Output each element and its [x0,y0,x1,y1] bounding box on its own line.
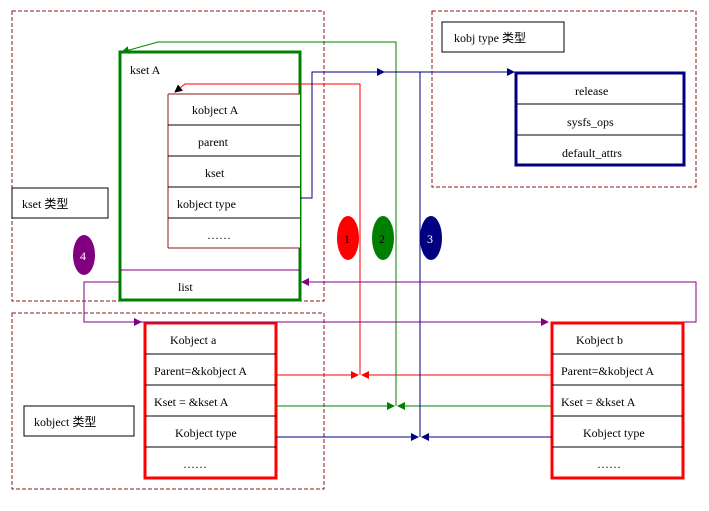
marker-4-shape [73,235,95,275]
marker-4: 4 [73,235,95,275]
marker-3-shape [420,216,442,260]
kobject-type-label: kobject 类型 [34,415,96,429]
kset-list-label: list [178,280,193,294]
marker-1-shape [337,216,359,260]
kobj-type-label: kobj type 类型 [454,31,526,45]
marker-1-label: 1 [344,232,350,246]
kobject-b-type: Kobject type [583,426,645,440]
kset-link-lines [121,41,552,410]
marker-1: 1 [337,216,359,260]
kobj-type-sysfs-ops: sysfs_ops [567,115,614,129]
kobject-a-lower-parent: Parent=&kobject A [154,364,247,378]
kobject-a-lower-kset: Kset = &kset A [154,395,229,409]
kset-type-label-box [11,187,109,219]
embedded-kobject-a: kobject A parent kset kobject type …… [167,93,300,249]
kobject-a-lower-ellipsis: …… [183,457,207,471]
kobject-a-type: kobject type [177,197,236,211]
marker-2: 2 [372,216,394,260]
kobject-a-name: kobject A [192,103,239,117]
kset-a-title: kset A [130,63,161,77]
kobject-a-lower-box: Kobject a Parent=&kobject A Kset = &kset… [143,321,278,480]
kobject-b-box: Kobject b Parent=&kobject A Kset = &kset… [550,321,685,480]
marker-2-label: 2 [379,232,385,246]
kobject-b-name: Kobject b [576,333,623,347]
marker-2-shape [372,216,394,260]
kobject-b-ellipsis: …… [597,457,621,471]
kobject-a-lower-type: Kobject type [175,426,237,440]
kobj-type-box: release sysfs_ops default_attrs [514,71,686,167]
kobj-type-region [431,10,697,188]
kobject-a-kset: kset [205,166,225,180]
marker-4-label: 4 [80,249,86,263]
parent-link-lines [174,83,552,379]
kobj-type-release: release [575,84,608,98]
kobject-b-parent: Parent=&kobject A [561,364,654,378]
kobject-type-region [11,312,325,490]
list-link-lines [83,278,697,326]
kobject-b-kset: Kset = &kset A [561,395,636,409]
marker-3: 3 [420,216,442,260]
kobject-a-parent: parent [198,135,229,149]
kobject-a-ellipsis: …… [207,228,231,242]
kset-type-label: kset 类型 [22,197,68,211]
kobj-type-label-box [441,21,565,53]
kobj-type-default-attrs: default_attrs [562,146,622,160]
kobject-type-label-box [23,405,135,437]
marker-3-label: 3 [427,232,433,246]
ktype-link-lines [276,68,552,441]
kobject-a-lower-name: Kobject a [170,333,217,347]
